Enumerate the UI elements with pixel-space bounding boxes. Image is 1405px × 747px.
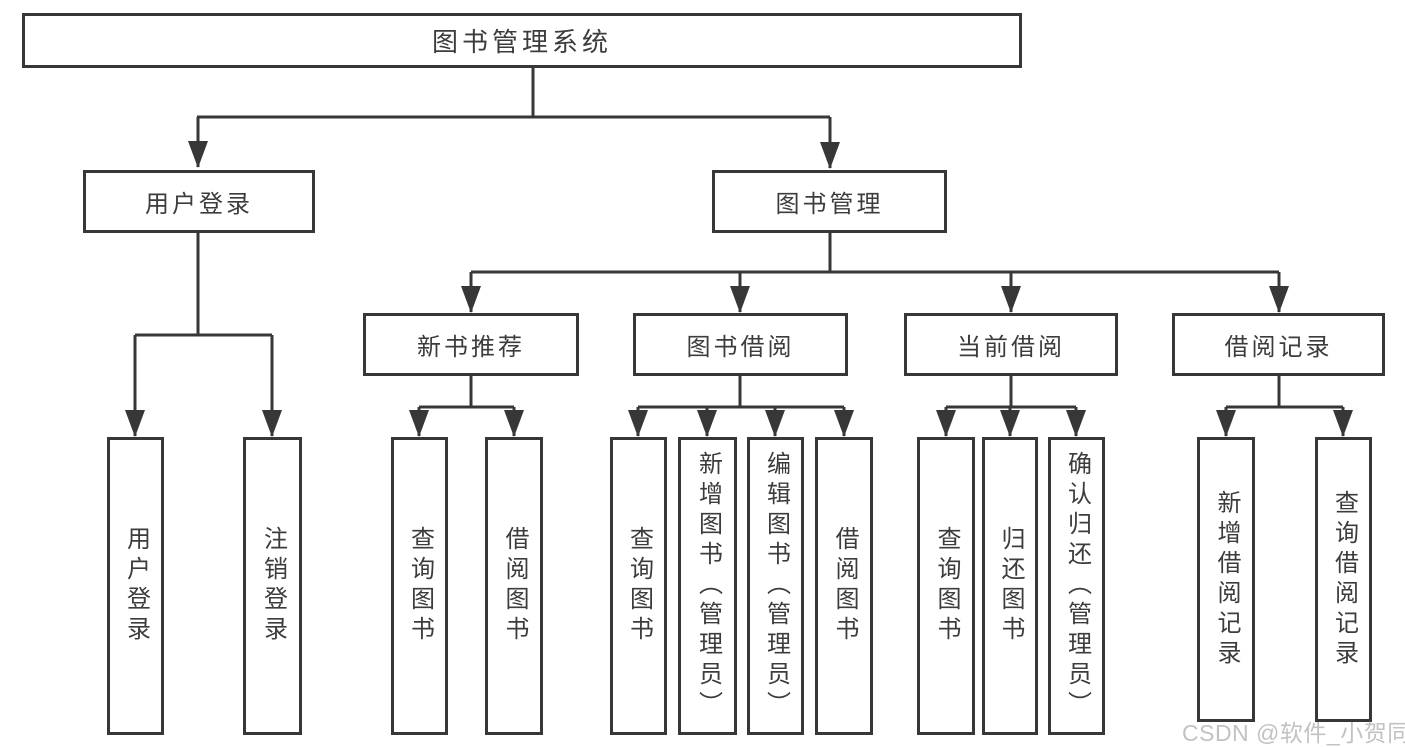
leaf-query-books-current: 查询图书 (917, 437, 975, 735)
connector-current-borrow-to-children (936, 376, 1086, 437)
line (1226, 376, 1343, 409)
leaf-query-books-recommend: 查询图书 (391, 437, 448, 735)
leaf-query-borrow-record: 查询借阅记录 (1315, 437, 1372, 722)
leaf-confirm-return-admin: 确认归还（管理员） (1048, 437, 1105, 735)
leaf-add-borrow-record: 新增借阅记录 (1197, 437, 1255, 722)
connector-book-borrow-to-children (628, 376, 854, 437)
line (638, 376, 844, 409)
line (197, 68, 830, 119)
node-label: 查询图书 (933, 526, 960, 646)
line (946, 376, 1076, 409)
node-label: 查询图书 (625, 526, 653, 646)
leaf-logout: 注销登录 (243, 437, 302, 735)
leaf-return-books: 归还图书 (982, 437, 1038, 735)
connector-new-book-recommend-to-children (409, 376, 524, 437)
line (419, 376, 514, 409)
node-library-management-system: 图书管理系统 (22, 13, 1022, 68)
node-label: 编辑图书（管理员） (762, 451, 790, 721)
node-label: 新增图书（管理员） (694, 451, 722, 721)
node-label: 当前借阅 (957, 334, 1065, 361)
node-label: 用户登录 (122, 526, 150, 646)
node-label: 图书管理 (775, 191, 884, 218)
node-label: 借阅图书 (831, 526, 858, 646)
connector-root-to-level2 (188, 68, 840, 169)
leaf-query-books-borrow: 查询图书 (610, 437, 667, 735)
node-label: 借阅图书 (501, 526, 528, 646)
node-label: 图书借阅 (686, 334, 795, 361)
leaf-borrow-books-recommend: 借阅图书 (485, 437, 543, 735)
node-borrow-records: 借阅记录 (1172, 313, 1385, 376)
node-label: 注销登录 (259, 526, 287, 646)
connector-borrow-records-to-children (1216, 376, 1353, 437)
node-label: 借阅记录 (1224, 334, 1333, 361)
node-label: 查询借阅记录 (1330, 489, 1358, 670)
node-label: 新书推荐 (417, 334, 525, 361)
leaf-add-books-admin: 新增图书（管理员） (678, 437, 737, 735)
node-label: 归还图书 (997, 526, 1024, 646)
leaf-borrow-books: 借阅图书 (815, 437, 873, 735)
line (135, 233, 272, 337)
node-user-login: 用户登录 (83, 170, 315, 233)
connector-user-login-to-children (125, 233, 282, 437)
node-book-borrow: 图书借阅 (633, 313, 848, 376)
node-label: 查询图书 (406, 526, 434, 646)
connector-book-management-to-level3 (461, 233, 1289, 313)
csdn-watermark: CSDN @软件_小贺同学 (1182, 720, 1405, 746)
node-current-borrow: 当前借阅 (904, 313, 1118, 376)
leaf-edit-books-admin: 编辑图书（管理员） (747, 437, 804, 735)
line (471, 233, 1279, 274)
node-label: 图书管理系统 (431, 27, 612, 57)
node-label: 确认归还（管理员） (1063, 451, 1091, 721)
node-label: 用户登录 (145, 191, 253, 218)
node-book-management: 图书管理 (712, 170, 947, 233)
node-label: 新增借阅记录 (1213, 489, 1240, 670)
leaf-user-login: 用户登录 (107, 437, 164, 735)
node-new-book-recommend: 新书推荐 (363, 313, 579, 376)
